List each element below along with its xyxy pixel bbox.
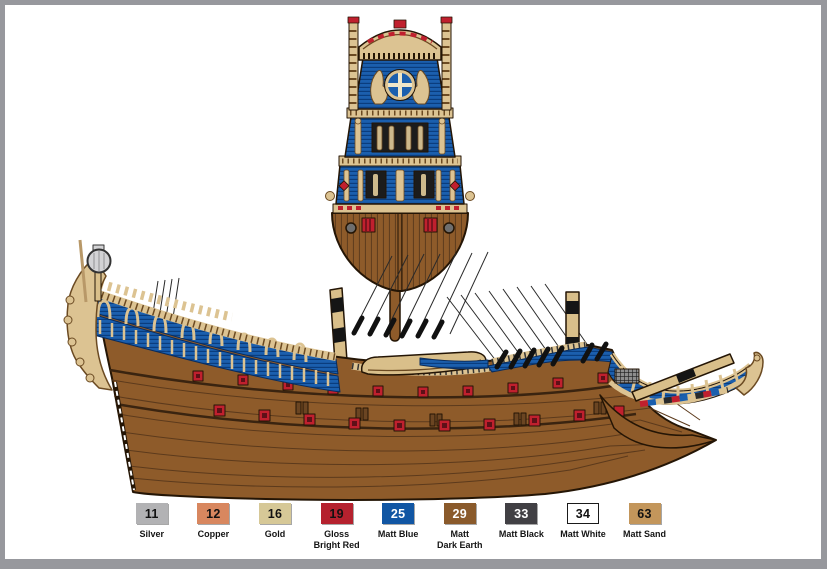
- paint-number: 34: [575, 506, 591, 521]
- stern-middle-gallery: [344, 116, 456, 158]
- paint-swatch: 25: [382, 503, 415, 524]
- paint-number: 11: [144, 506, 159, 521]
- paint-name: Copper: [197, 529, 230, 539]
- paint-name: Matt Sand: [623, 529, 667, 539]
- paint-color-item: 63 Matt Sand: [614, 503, 676, 550]
- paint-swatch: 16: [258, 503, 291, 524]
- stern-lantern: [78, 239, 112, 303]
- mizzen-mast-stub: [329, 287, 348, 364]
- stern-side-posts: [347, 16, 453, 111]
- stern-coat-of-arms: [354, 57, 446, 110]
- paint-name: Matt Blue: [377, 529, 419, 539]
- paint-swatch: 19: [320, 503, 353, 524]
- paint-number: 16: [267, 506, 283, 521]
- paint-swatch: 33: [505, 503, 538, 524]
- paint-number: 29: [452, 506, 468, 521]
- paint-color-item: 11 Silver: [121, 503, 183, 550]
- paint-color-item: 16 Gold: [244, 503, 306, 550]
- paint-name: Matt Black: [498, 529, 544, 539]
- paint-number: 25: [390, 506, 406, 521]
- paint-number: 63: [637, 506, 652, 521]
- paint-swatch: 63: [628, 503, 661, 524]
- paint-color-item: 12 Copper: [183, 503, 245, 550]
- stern-quarter-decoration: [63, 257, 341, 393]
- paint-name: Gold: [264, 529, 286, 539]
- paint-color-item: 33 Matt Black: [491, 503, 553, 550]
- paint-chart: 11 Silver 12 Copper 16 Gold 19 Gloss Bri…: [121, 503, 675, 550]
- paint-color-item: 29 Matt Dark Earth: [429, 503, 491, 550]
- stern-hull: [331, 212, 469, 292]
- paint-color-item: 19 Gloss Bright Red: [306, 503, 368, 550]
- paint-name: Matt White: [560, 529, 606, 539]
- stern-lower-gallery: [325, 164, 475, 205]
- paint-name: Matt Dark Earth: [437, 529, 483, 550]
- bowsprit: [631, 353, 735, 402]
- sternpost-dashed-line: [113, 381, 136, 491]
- gunports: [192, 370, 625, 432]
- paint-name: Gloss Bright Red: [313, 529, 360, 550]
- stern-arch-crown: [358, 19, 442, 61]
- beakhead-grating: [614, 368, 640, 384]
- side-view-illustration: [63, 239, 764, 501]
- paint-number: 12: [206, 506, 221, 521]
- paint-number: 33: [514, 506, 529, 521]
- paint-color-item: 25 Matt Blue: [367, 503, 429, 550]
- rigging-lines: [149, 251, 599, 367]
- paint-swatch: 12: [197, 503, 230, 524]
- stern-view-illustration: [325, 16, 475, 342]
- gunwale-band: [351, 315, 614, 373]
- figurehead: [735, 351, 764, 396]
- paint-swatch: 11: [135, 503, 168, 524]
- paint-color-item: 34 Matt White: [552, 503, 614, 550]
- paint-swatch: 29: [443, 503, 476, 524]
- bow-frieze: [639, 387, 729, 407]
- paint-swatch: 34: [566, 503, 599, 524]
- paint-number: 19: [329, 506, 344, 521]
- paint-name: Silver: [139, 529, 165, 539]
